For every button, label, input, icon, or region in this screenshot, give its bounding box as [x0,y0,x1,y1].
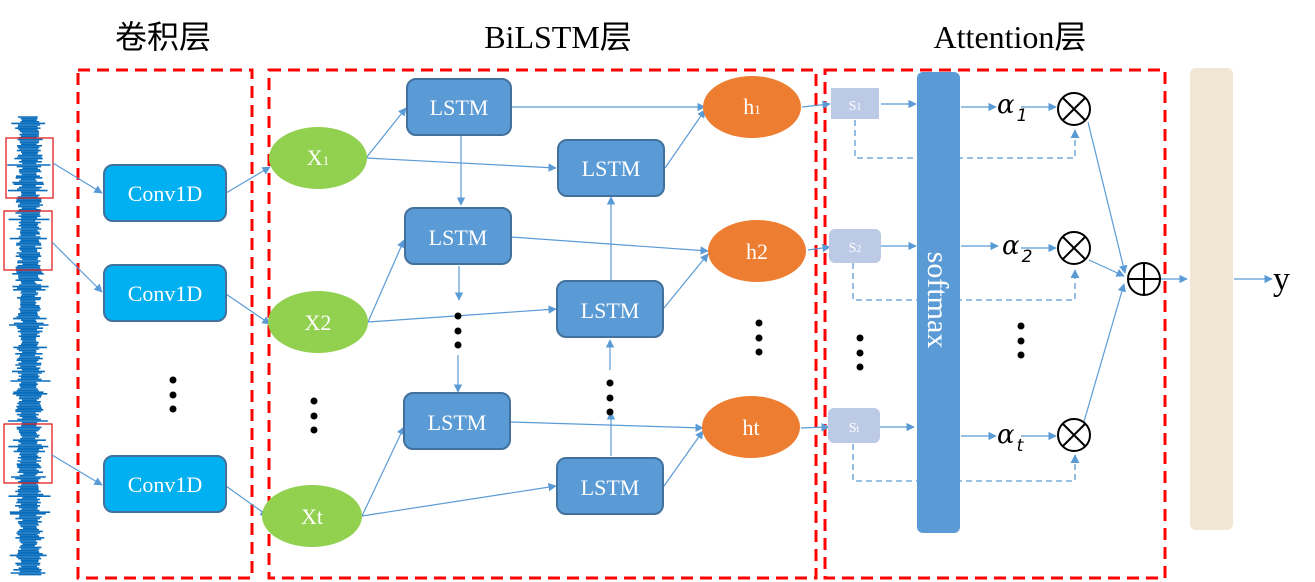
svg-text:S1: S1 [849,99,862,114]
ht-label: ht [742,415,759,440]
svg-text:h1: h1 [743,94,761,119]
conv-layer-frame [76,68,254,580]
alpha-subscript: 1 [1017,106,1028,126]
hidden-state-h2: h2 [708,220,806,282]
input-signal-waveform [7,116,51,576]
s1-label: S [849,99,857,114]
multiply-operator-icon [1057,418,1091,452]
forward-lstm-cell-1: LSTM [406,78,512,136]
conv1d-block-1: Conv1D [103,164,227,222]
hidden-state-ht: ht [702,396,800,458]
st-subscript: t [857,424,860,435]
svg-text:St: St [849,421,860,436]
conv1d-label: Conv1D [128,281,203,306]
conv-layer-title: 卷积层 [115,19,211,55]
forward-lstm-cell-t: LSTM [403,392,511,450]
signal-window-t [3,423,53,484]
skip-connections [852,120,1080,482]
lstm-label: LSTM [581,298,640,323]
conv1d-label: Conv1D [128,181,203,206]
attention-layer-title: Attention层 [934,19,1087,55]
lstm-label: LSTM [429,225,488,250]
h1-label: h [743,94,754,119]
alpha-subscript: t [1017,436,1025,456]
x1-subscript: 1 [323,153,330,168]
alpha-symbol: α [997,90,1015,120]
lstm-label: LSTM [581,475,640,500]
ellipsis-dots [169,312,1025,434]
svg-text:S2: S2 [849,241,862,256]
svg-text:αt: αt [997,420,1025,456]
bilstm-layer-title: BiLSTM层 [484,19,632,55]
s2-label: S [849,241,857,256]
backward-lstm-cell-t: LSTM [556,457,664,515]
s1-subscript: 1 [856,102,861,113]
input-node-x1: X1 [269,127,367,189]
signal-window-2 [3,210,53,271]
lstm-label: LSTM [430,95,489,120]
s2-subscript: 2 [856,244,861,255]
forward-lstm-cell-2: LSTM [404,207,512,265]
h1-subscript: 1 [754,102,761,117]
multiply-operator-icon [1057,231,1091,265]
connectors [51,99,1273,517]
output-dense-layer [1190,68,1233,530]
multiply-operator-icon [1057,92,1091,126]
conv1d-label: Conv1D [128,472,203,497]
xt-label: Xt [301,504,323,529]
st-label: S [849,421,857,436]
backward-lstm-cell-2: LSTM [556,280,664,338]
svg-text:X1: X1 [307,145,329,170]
attention-score-s2: S2 [829,229,881,263]
attention-score-st: St [828,408,880,443]
alpha-symbol: α [1002,231,1020,261]
conv1d-block-2: Conv1D [103,264,227,322]
lstm-label: LSTM [582,156,641,181]
conv1d-block-t: Conv1D [103,455,227,513]
output-label-y: y [1273,261,1290,298]
attention-score-s1: S1 [831,88,879,119]
hidden-state-h1: h1 [703,76,801,138]
alpha-subscript: 2 [1022,247,1033,267]
signal-window-1 [5,137,54,199]
backward-lstm-cell-1: LSTM [557,139,665,197]
sum-operator-icon [1127,262,1161,296]
attention-layer-frame [823,68,1167,580]
h2-label: h2 [746,239,768,264]
softmax-layer: softmax [917,72,960,533]
softmax-label: softmax [921,252,954,349]
input-node-xt: Xt [262,485,362,547]
svg-text:α1: α1 [997,90,1027,126]
x2-label: X2 [305,310,332,335]
bilstm-layer-frame [267,68,818,580]
lstm-label: LSTM [428,410,487,435]
x1-label: X [307,145,323,170]
svg-text:α2: α2 [1002,231,1032,267]
input-node-x2: X2 [268,291,368,353]
alpha-symbol: α [997,420,1015,450]
